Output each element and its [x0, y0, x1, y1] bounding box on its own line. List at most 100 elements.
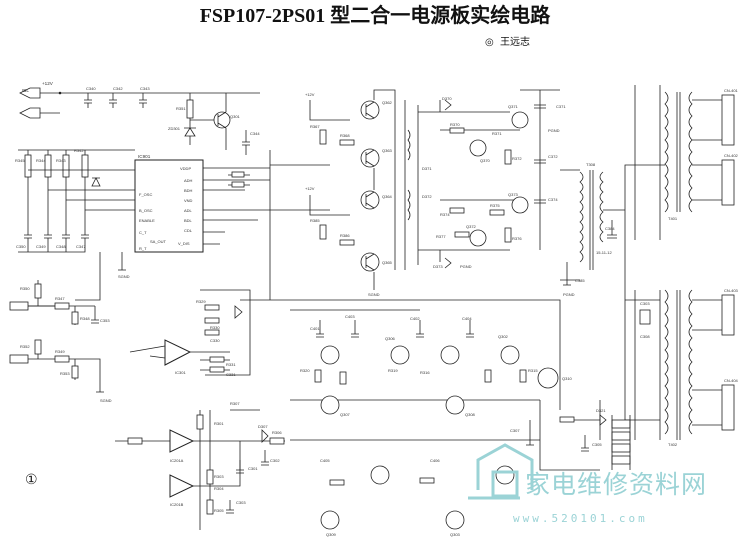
c331-label: C331: [226, 372, 236, 377]
pin-vdis: V_DIS: [178, 241, 190, 246]
zd301-label: ZD301: [168, 126, 181, 131]
dual-opamp: IC201A IC201B R301 R303 R304 R305 C301 C…: [115, 401, 285, 530]
plus12v-label-3: +12V: [305, 186, 315, 191]
c405-label: C405: [320, 458, 330, 463]
pin-fosc: F_OSC: [139, 192, 152, 197]
c406-label: C406: [430, 458, 440, 463]
r375-label: R375: [490, 203, 500, 208]
d371-label: D371: [422, 166, 432, 171]
c349-label: C349: [36, 244, 46, 249]
q306-label: Q306: [385, 336, 396, 341]
transformer-t308: T308 15-11-12 C384 C385 PGND: [560, 162, 665, 420]
c372-label: C372: [548, 154, 558, 159]
c307-label: C307: [510, 428, 520, 433]
watermark: 家电维修资料网 www.520101.com: [468, 443, 706, 525]
c308-label: C308: [640, 334, 650, 339]
c385-label: C385: [575, 278, 585, 283]
r352-label: R352: [20, 344, 30, 349]
pin-adl: ADL: [184, 208, 193, 213]
cn404-label: CN-404: [724, 378, 739, 383]
ic201a-label: IC201A: [170, 458, 184, 463]
c303a-label: C303: [236, 500, 246, 505]
pin-vnd: VND: [184, 198, 193, 203]
r306-label: R306: [272, 430, 282, 435]
r370-label: R370: [450, 122, 460, 127]
pin-rt: R_T: [139, 246, 147, 251]
c401-label: C401: [310, 326, 320, 331]
q310-label: Q310: [562, 376, 573, 381]
c403-label: C403: [345, 314, 355, 319]
q301-label: Q301: [230, 114, 241, 119]
r348-label: R348: [80, 316, 90, 321]
r316-label: R316: [420, 370, 430, 375]
q372-label: Q372: [466, 224, 477, 229]
c340-label: C340: [86, 86, 96, 91]
r301-label: R301: [214, 421, 224, 426]
q365-label: Q365: [382, 260, 393, 265]
c305-label: C305: [592, 442, 602, 447]
pin-saout: SA_OUT: [150, 239, 167, 244]
r374-label: R374: [440, 212, 450, 217]
c353-label: C353: [100, 318, 110, 323]
r329-label: R329: [196, 299, 206, 304]
pin-bosc: B_OSC: [139, 208, 153, 213]
r353-label: R353: [60, 371, 70, 376]
r344-label: R344: [36, 158, 46, 163]
controller-ic901: IC901 F_OSC B_OSC ENABLE C_T SA_OUT R_T …: [75, 154, 270, 301]
c342-label: C342: [113, 86, 123, 91]
input-rail: +12V IBL C340 C342 C343 R351 ZD301 Q301 …: [19, 81, 260, 155]
c344-label: C344: [250, 131, 260, 136]
c404-label: C404: [462, 316, 472, 321]
r347-label: R347: [55, 296, 65, 301]
q309-label: Q309: [326, 532, 337, 537]
r331-label: R331: [226, 362, 236, 367]
watermark-url: www.520101.com: [513, 512, 648, 525]
r386-label: R386: [340, 233, 350, 238]
c350-label: C350: [16, 244, 26, 249]
pgnd-label-3: PGND: [563, 292, 575, 297]
plus12v-label-2: +12V: [305, 92, 315, 97]
sgnd-label-3: SGND: [368, 292, 380, 297]
plus12v-label: +12V: [42, 81, 54, 86]
timing-network: R345 R344 R343 R342 C350 C349 C348 C347: [15, 148, 135, 253]
r376-label: R376: [512, 236, 522, 241]
diagram-title: FSP107-2PS01 型二合一电源板实绘电路: [200, 3, 552, 27]
cn401-label: CN-401: [724, 88, 739, 93]
r307-label: R307: [230, 401, 240, 406]
c348-label: C348: [56, 244, 66, 249]
author-mark: ◎: [485, 37, 494, 48]
c402-label: C402: [410, 316, 420, 321]
ic901-label: IC901: [138, 154, 151, 159]
opamp-ic301: IC301 R329 R330 C330 R331 C331: [129, 289, 251, 377]
protection-section: Q306 Q302 Q310 R320 R319 R316 R315 C401 …: [240, 299, 631, 537]
r377-label: R377: [436, 234, 446, 239]
pin-enable: ENABLE: [139, 218, 155, 223]
t308-label: T308: [586, 162, 596, 167]
c303-label: C303: [640, 301, 650, 306]
r371-label: R371: [492, 131, 502, 136]
r343-label: R343: [56, 158, 66, 163]
r368-label: R368: [340, 133, 350, 138]
q307-label: Q307: [340, 412, 351, 417]
pin-adh: ADH: [184, 178, 193, 183]
r367-label: R367: [310, 124, 320, 129]
r319-label: R319: [388, 368, 398, 373]
r385-label: R385: [310, 218, 320, 223]
page-number: ①: [25, 471, 38, 487]
c384-label: C384: [605, 226, 615, 231]
d321-label: D321: [596, 408, 606, 413]
t402-label: T402: [668, 442, 678, 447]
q364-label: Q364: [382, 194, 393, 199]
c302-label: C302: [270, 458, 280, 463]
q373-label: Q373: [508, 192, 519, 197]
author-name: 王远志: [500, 35, 530, 48]
r372-label: R372: [512, 156, 522, 161]
c330-label: C330: [210, 338, 220, 343]
q363-label: Q363: [382, 148, 393, 153]
d307-label: D307: [258, 424, 268, 429]
d372-label: D372: [422, 194, 432, 199]
q308-label: Q308: [465, 412, 476, 417]
r304-label: R304: [214, 486, 224, 491]
